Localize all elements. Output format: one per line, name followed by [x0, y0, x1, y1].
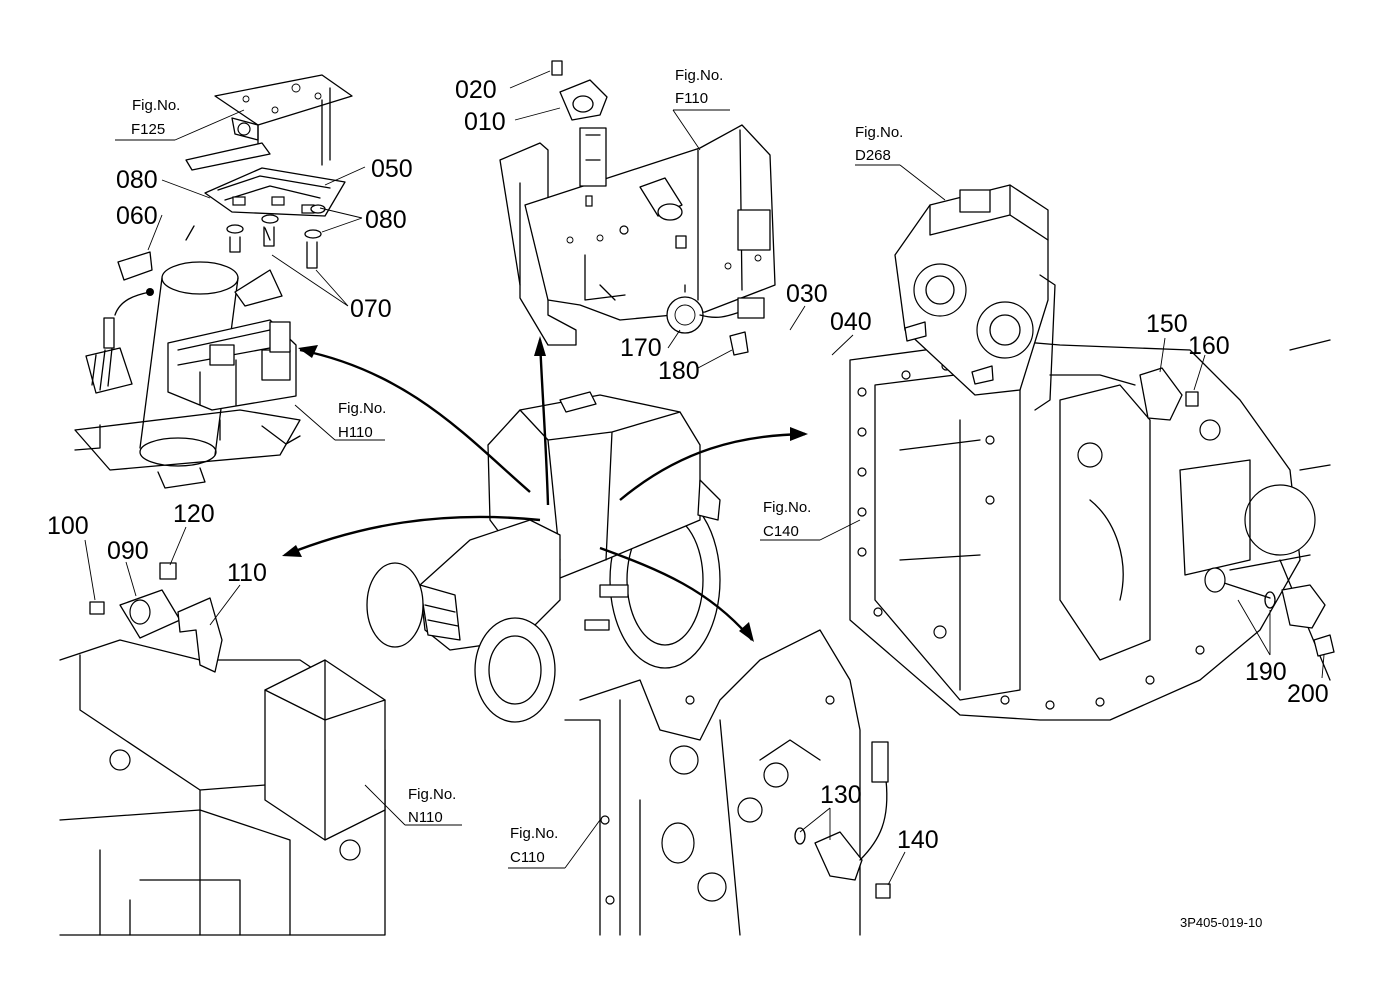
tractor-illustration: [366, 391, 721, 723]
part-label-090: 090: [107, 537, 149, 565]
fig-ref-f125-code: F125: [131, 121, 165, 138]
fig-ref-f110-line1: Fig.No.: [675, 67, 723, 84]
fig-ref-d268-line1: Fig.No.: [855, 124, 903, 141]
fig-ref-n110-code: N110: [408, 809, 443, 826]
fig-ref-h110-code: H110: [338, 424, 373, 441]
part-label-150: 150: [1146, 310, 1188, 338]
figure-reference-labels: Fig.No. F125 Fig.No. F110 Fig.No. D268 F…: [131, 67, 903, 866]
fig-ref-n110-line1: Fig.No.: [408, 786, 456, 803]
leader-lines: [84, 70, 1325, 886]
part-label-060: 060: [116, 202, 158, 230]
part-label-050: 050: [371, 155, 413, 183]
fig-ref-c110-code: C110: [510, 849, 545, 866]
fig-ref-c140-line1: Fig.No.: [763, 499, 811, 516]
part-label-190: 190: [1245, 658, 1287, 686]
fig-ref-f110-code: F110: [675, 90, 708, 107]
part-label-040: 040: [830, 308, 872, 336]
fig-ref-h110-line1: Fig.No.: [338, 400, 386, 417]
part-label-140: 140: [897, 826, 939, 854]
fig-ref-f125-line1: Fig.No.: [132, 97, 180, 114]
fig-ref-c110-line1: Fig.No.: [510, 825, 558, 842]
rear-axle-housing: [564, 629, 891, 936]
transmission-housing: [849, 184, 1335, 721]
part-label-110: 110: [227, 559, 267, 587]
part-number-labels: 020 010 050 080 060 080 070 030 040 170 …: [47, 76, 1329, 854]
fig-ref-c140-code: C140: [763, 523, 799, 540]
part-label-170: 170: [620, 334, 662, 362]
part-label-180: 180: [658, 357, 700, 385]
part-label-120: 120: [173, 500, 215, 528]
fig-ref-d268-code: D268: [855, 147, 891, 164]
callout-arrows: [282, 336, 808, 642]
control-panel-assembly: [499, 60, 776, 356]
steering-column-assembly: [74, 74, 353, 489]
part-label-030: 030: [786, 280, 828, 308]
drawing-code: 3P405-019-10: [1180, 915, 1262, 930]
part-label-200: 200: [1287, 680, 1329, 708]
part-label-080-left: 080: [116, 166, 158, 194]
part-label-100: 100: [47, 512, 89, 540]
part-label-130: 130: [820, 781, 862, 809]
part-label-020: 020: [455, 76, 497, 104]
part-label-160: 160: [1188, 332, 1230, 360]
front-frame-assembly: [59, 562, 386, 936]
part-label-010: 010: [464, 108, 506, 136]
part-label-080-right: 080: [365, 206, 407, 234]
part-label-070: 070: [350, 295, 392, 323]
